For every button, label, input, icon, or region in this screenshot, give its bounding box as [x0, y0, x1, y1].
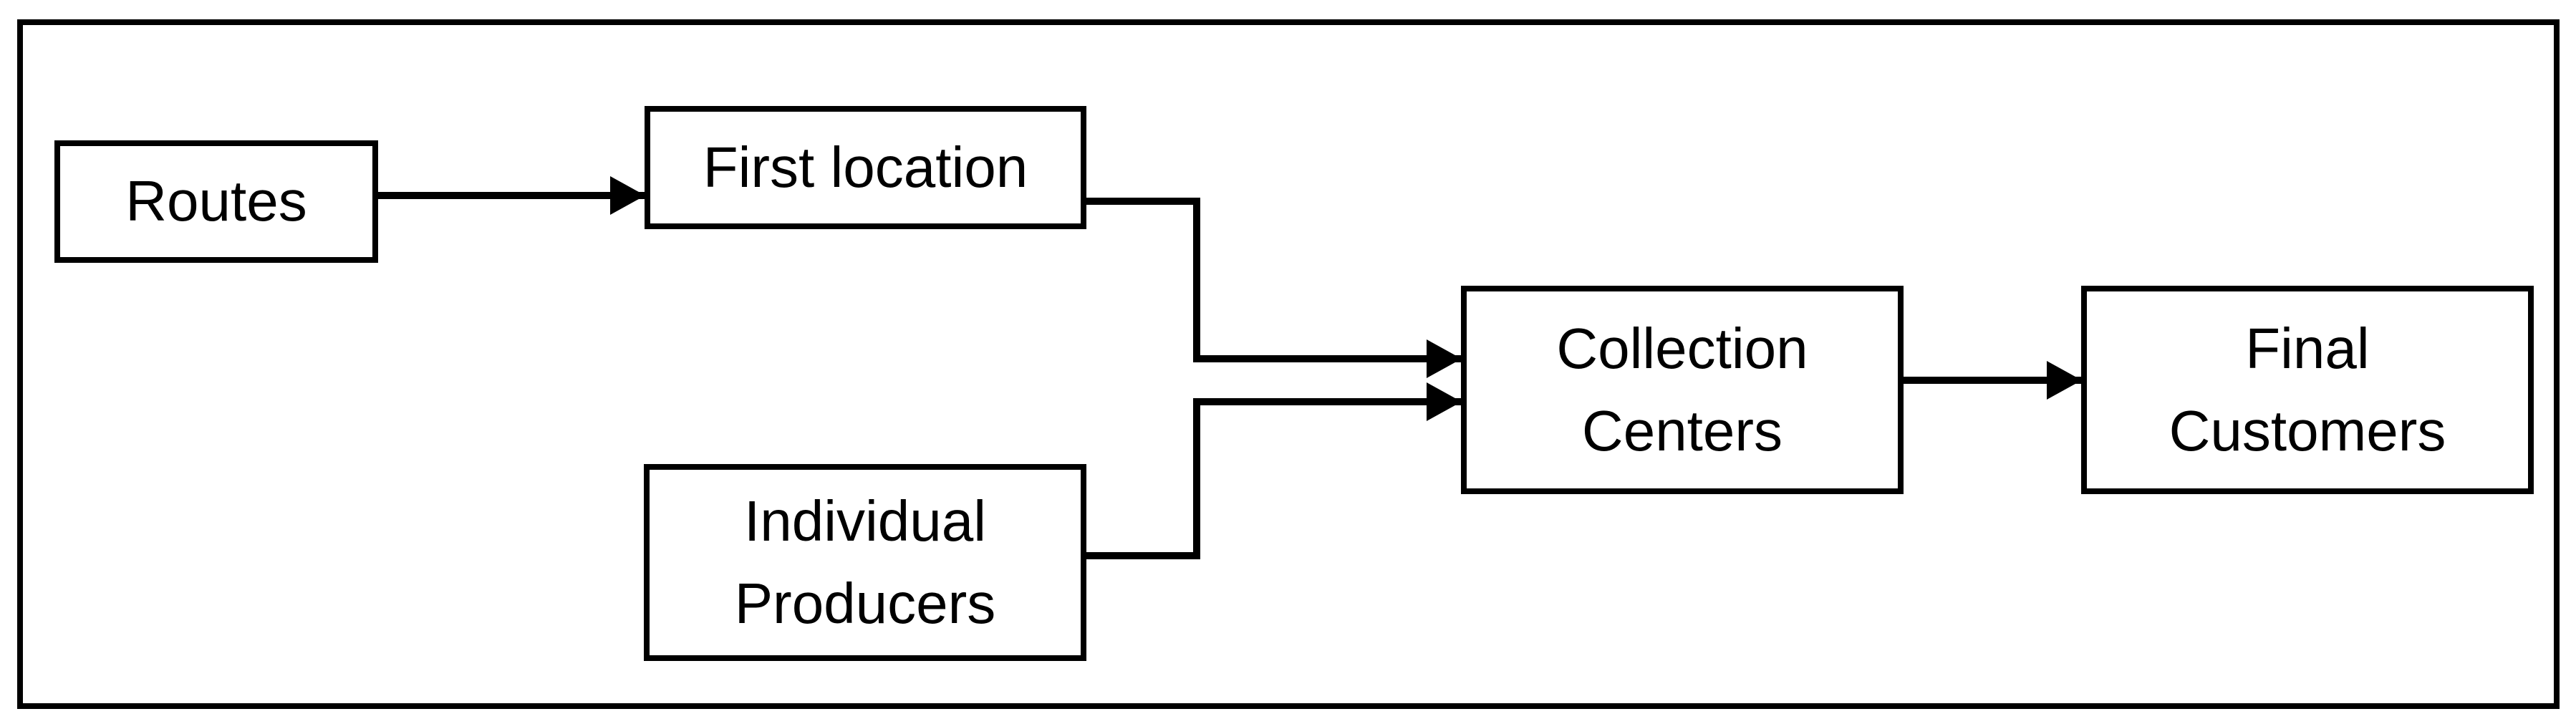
- node-first-location: First location: [645, 106, 1086, 229]
- node-individual-producers: Individual Producers: [644, 464, 1086, 661]
- node-final-customers-label: Final Customers: [2169, 317, 2446, 463]
- edge-individual-producers-to-collection-centers-arrow: [1084, 382, 1462, 559]
- edge-first-location-to-collection-centers-arrow: [1084, 198, 1462, 378]
- node-individual-producers-label: Individual Producers: [734, 489, 996, 635]
- node-routes-label: Routes: [125, 169, 307, 233]
- node-collection-centers: Collection Centers: [1461, 286, 1904, 494]
- node-final-customers: Final Customers: [2081, 286, 2534, 494]
- node-first-location-label: First location: [703, 135, 1028, 199]
- diagram-border: [17, 19, 2560, 709]
- node-collection-centers-label: Collection Centers: [1556, 317, 1808, 463]
- node-routes: Routes: [54, 140, 378, 263]
